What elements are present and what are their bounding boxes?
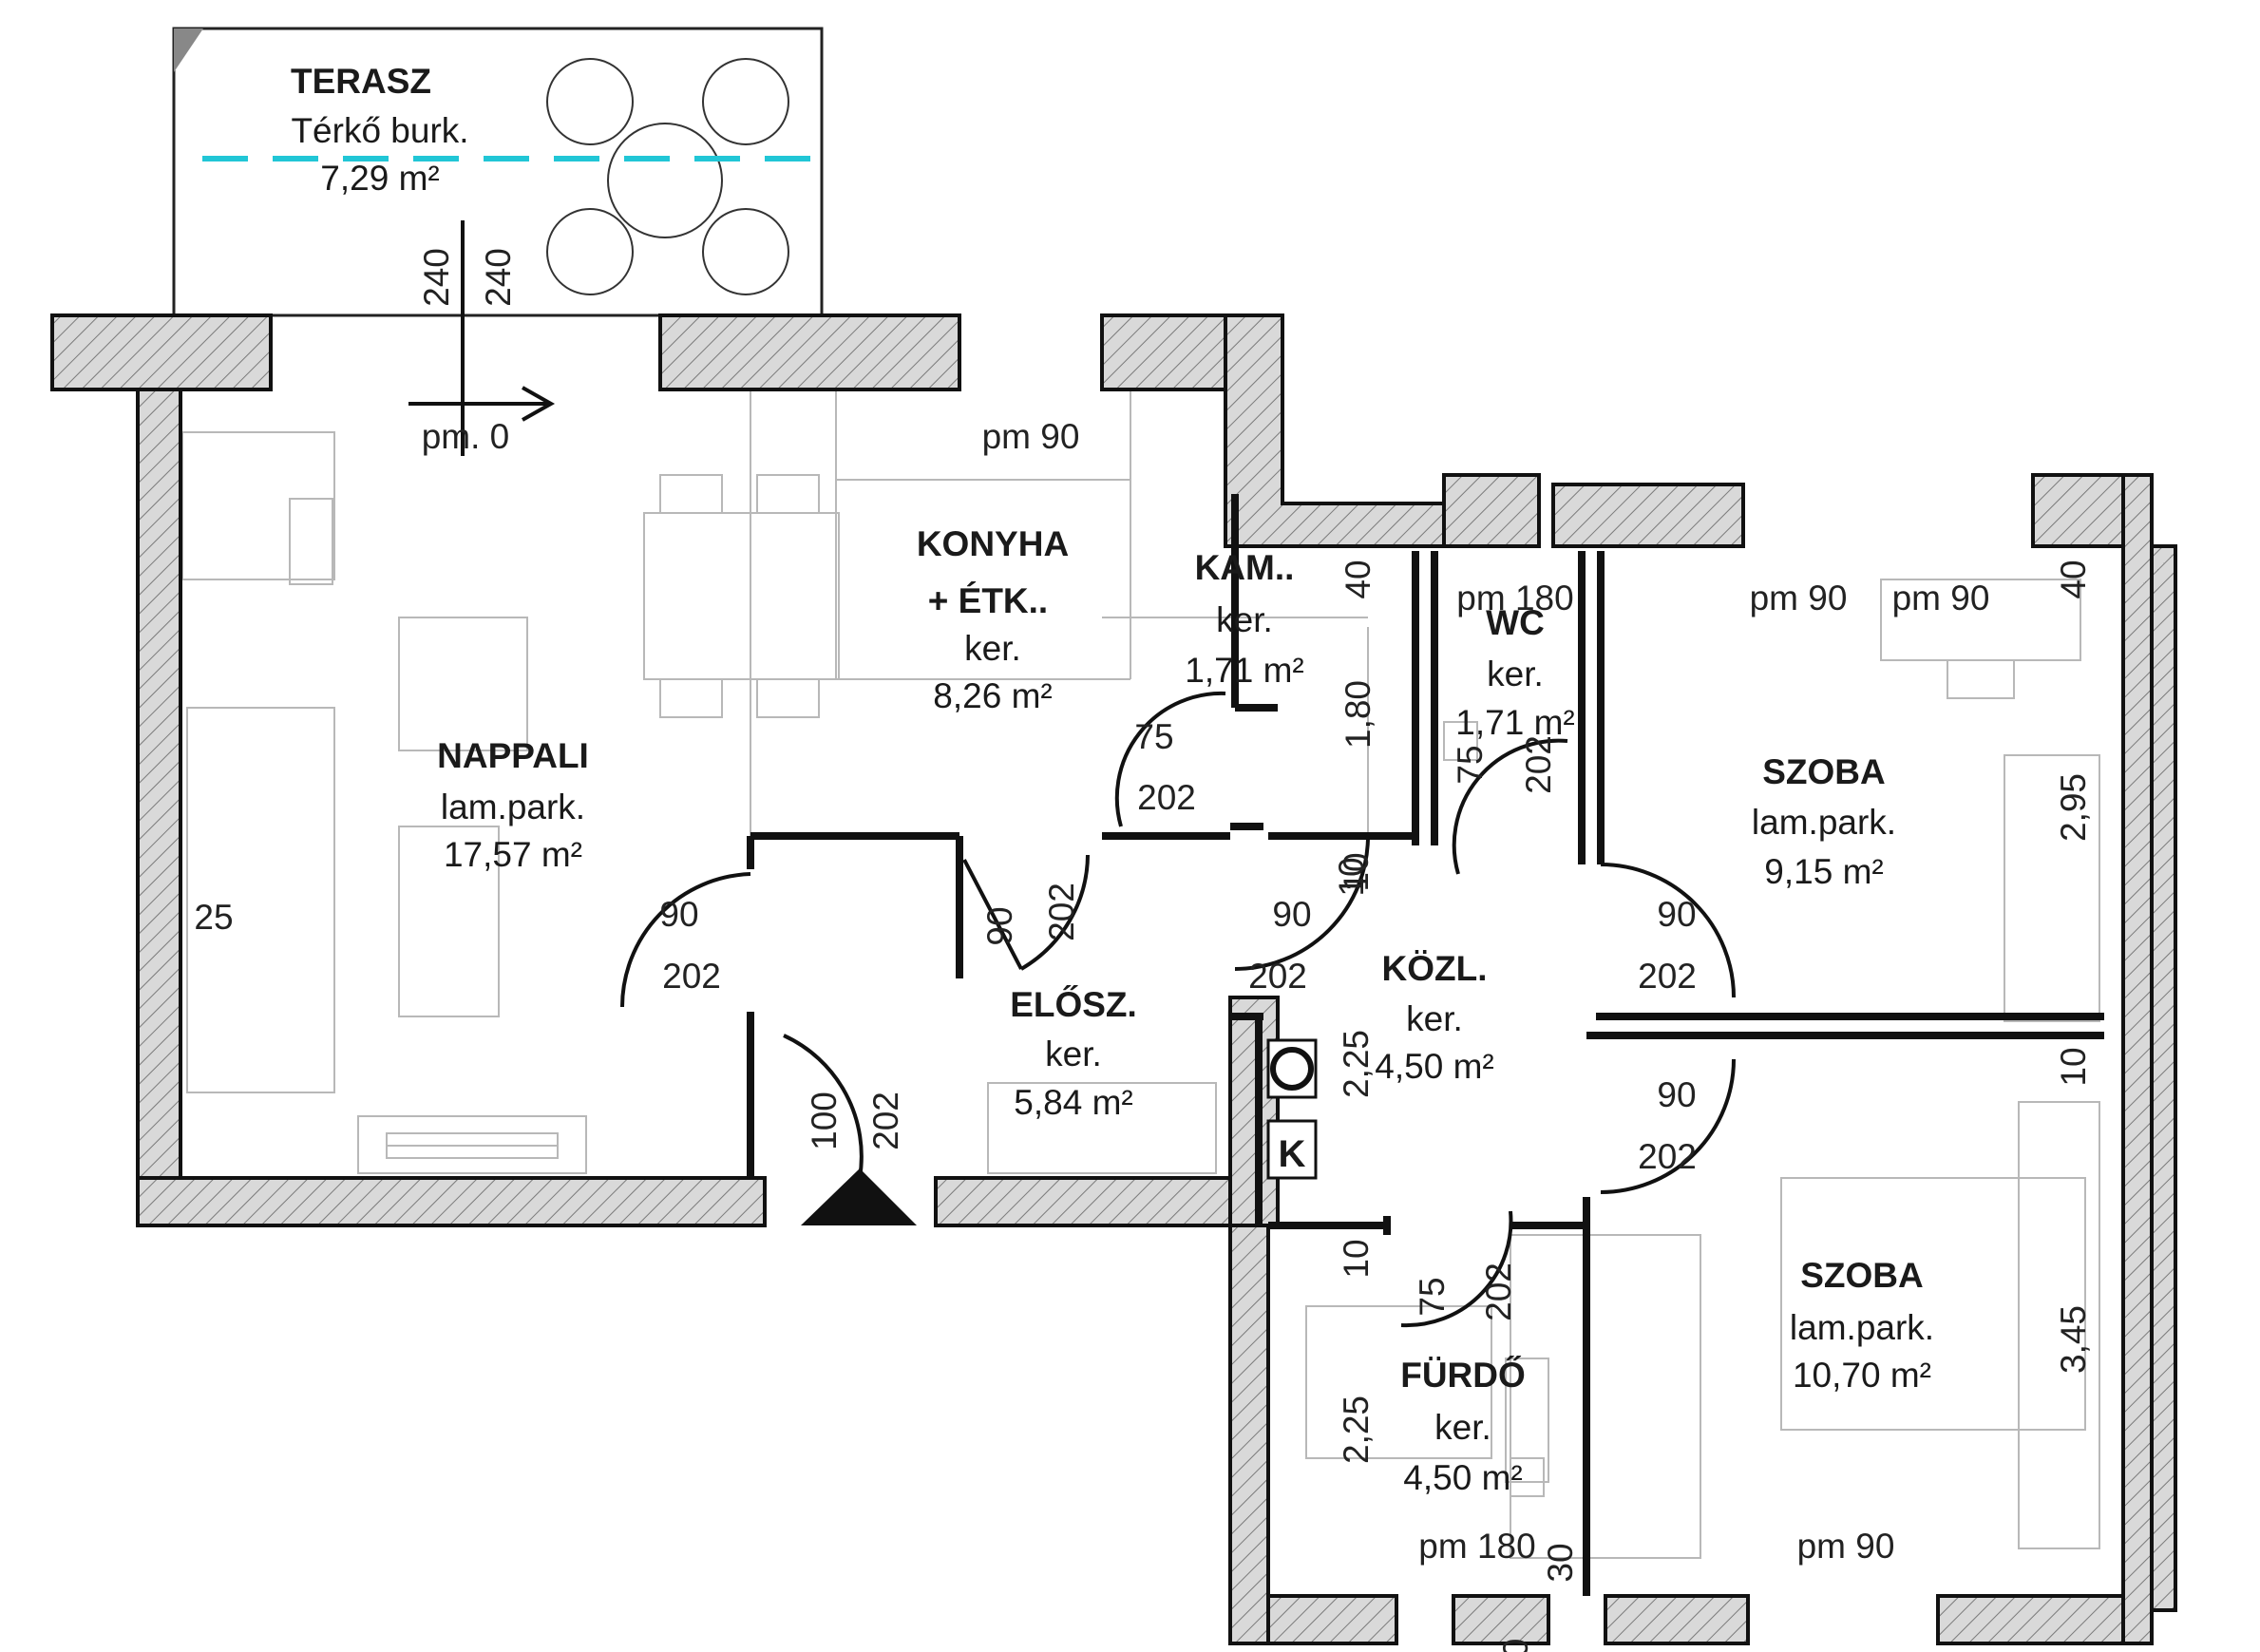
room-floor-nappali: lam.park. [441, 788, 585, 826]
room-name-konyha: KONYHA [917, 524, 1069, 563]
dim-kozl: 2,25 [1337, 1030, 1376, 1098]
dim-kamra-1: 40 [1339, 560, 1377, 598]
room-area-eloszoba: 5,84 m² [1014, 1083, 1132, 1122]
room-area-furdo: 4,50 m² [1403, 1458, 1522, 1497]
room-name-kozlekedo: KÖZL. [1382, 949, 1488, 988]
dim-furdo-2: 2,25 [1337, 1396, 1376, 1464]
dim-furdo-1: 10 [1337, 1239, 1376, 1278]
dim-door-szoba2-h: 202 [1638, 1137, 1697, 1176]
chimney-label: K [1279, 1133, 1306, 1175]
room-area-szoba-1: 9,15 m² [1764, 852, 1883, 891]
room-name-eloszoba: ELŐSZ. [1010, 984, 1137, 1024]
dim-furdo-3: 30 [1541, 1543, 1580, 1582]
terrace-arrow-icon [408, 220, 556, 456]
dim-south-1: 0 [1496, 1639, 1535, 1652]
walls [50, 313, 2177, 1645]
window-label-szoba-1b: pm 90 [1892, 579, 1990, 617]
room-name-wc: WC [1486, 603, 1545, 642]
room-name-furdo: FÜRDŐ [1400, 1355, 1526, 1395]
interior-walls [747, 494, 2104, 1596]
room-area-terrace: 7,29 m² [320, 159, 439, 198]
dim-door-szoba1-w: 90 [1657, 895, 1696, 934]
dim-terrace-2: 240 [479, 248, 518, 307]
room-name-kamra: KAM.. [1195, 548, 1295, 587]
room-name2-konyha: + ÉTK.. [928, 581, 1048, 620]
furniture [181, 389, 2100, 1559]
room-area-wc: 1,71 m² [1455, 703, 1574, 742]
room-floor-kamra: ker. [1216, 600, 1273, 639]
dim-door-kamra-h: 202 [1137, 778, 1196, 817]
dim-south-2: 10 [1332, 857, 1371, 896]
dim-door-szoba2-w: 90 [1657, 1075, 1696, 1114]
dim-door-furdo-h: 202 [1479, 1263, 1518, 1321]
dim-door-konyha-h: 202 [1042, 883, 1081, 941]
room-area-szoba-2: 10,70 m² [1793, 1356, 1931, 1395]
dim-door-konyha-w: 90 [980, 906, 1019, 945]
room-floor-wc: ker. [1487, 655, 1544, 693]
room-name-szoba-1: SZOBA [1762, 752, 1886, 791]
window-labels: pm. 0 pm 90 pm 180 pm 90 pm 90 pm 180 pm… [422, 417, 1990, 1566]
window-label-wc: pm 180 [1456, 579, 1573, 617]
dim-door-nappali-w: 90 [659, 895, 698, 934]
dim-door-kozl-w: 90 [1272, 895, 1311, 934]
terrace [172, 27, 824, 317]
garden-furniture [546, 58, 789, 295]
room-floor-szoba-1: lam.park. [1752, 803, 1896, 842]
room-area-kamra: 1,71 m² [1185, 651, 1303, 690]
dim-west-wall: 25 [194, 898, 233, 937]
dimension-labels: 240 240 25 40 1,80 40 2,95 10 2,25 10 3,… [194, 248, 2093, 1652]
dim-door-kamra-w: 75 [1134, 717, 1173, 756]
dim-entrance-h: 202 [866, 1092, 905, 1150]
dim-door-furdo-w: 75 [1413, 1277, 1452, 1316]
room-floor-furdo: ker. [1434, 1408, 1491, 1447]
dim-door-wc-w: 75 [1451, 745, 1490, 784]
dim-kamra-2: 1,80 [1339, 680, 1377, 749]
dim-szoba2-2: 3,45 [2054, 1305, 2093, 1374]
entrance-arrow-icon [801, 1168, 917, 1225]
dim-szoba1-2: 2,95 [2054, 773, 2093, 842]
window-label-furdo: pm 180 [1418, 1527, 1535, 1566]
room-floor-terrace: Térkő burk. [291, 111, 468, 150]
window-label-terrace: pm. 0 [422, 417, 510, 456]
dim-szoba2-1: 10 [2054, 1047, 2093, 1086]
room-name-szoba-2: SZOBA [1800, 1256, 1924, 1295]
door-swings [620, 691, 1736, 1328]
chimney-symbol: K [1266, 1038, 1318, 1180]
dim-szoba1-1: 40 [2054, 560, 2093, 598]
dim-door-kozl-h: 202 [1248, 957, 1307, 996]
dim-door-szoba1-h: 202 [1638, 957, 1697, 996]
room-floor-eloszoba: ker. [1045, 1035, 1102, 1073]
window-label-szoba-1a: pm 90 [1750, 579, 1848, 617]
room-floor-konyha: ker. [964, 629, 1021, 668]
dim-kozl-2: 10 [1337, 852, 1376, 891]
dim-terrace-1: 240 [417, 248, 456, 307]
room-name-nappali: NAPPALI [437, 736, 589, 775]
room-area-kozlekedo: 4,50 m² [1375, 1047, 1493, 1086]
room-area-nappali: 17,57 m² [444, 835, 582, 874]
room-floor-kozlekedo: ker. [1406, 999, 1463, 1038]
dim-door-wc-h: 202 [1519, 735, 1558, 794]
dim-entrance-w: 100 [805, 1092, 844, 1150]
room-floor-szoba-2: lam.park. [1790, 1308, 1934, 1347]
room-labels: TERASZ Térkő burk. 7,29 m² NAPPALI lam.p… [291, 62, 1934, 1497]
room-name-terrace: TERASZ [291, 62, 431, 101]
room-area-konyha: 8,26 m² [933, 676, 1052, 715]
window-label-szoba-2: pm 90 [1797, 1527, 1895, 1566]
window-label-kitchen: pm 90 [982, 417, 1080, 456]
dim-door-nappali-h: 202 [662, 957, 721, 996]
